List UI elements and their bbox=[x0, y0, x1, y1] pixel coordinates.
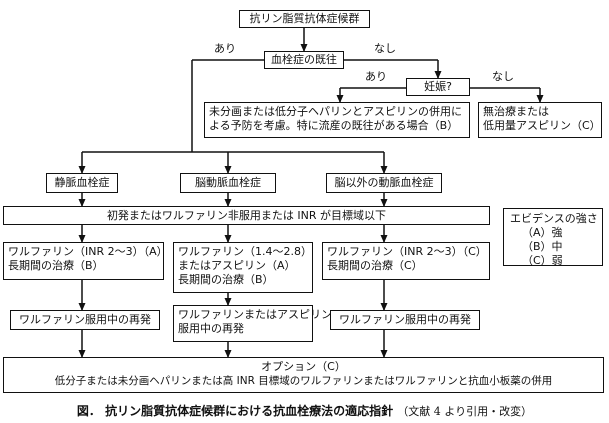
figure-caption-title: 図． 抗リン脂質抗体症候群における抗血栓療法の適応指針 bbox=[76, 404, 394, 418]
thrombosis-history-node: 血栓症の既往 bbox=[264, 51, 344, 69]
figure-caption-note: （文献 4 より引用・改変） bbox=[397, 405, 533, 418]
warfarin-venous-line: ワルファリン（INR 2～3）（A） bbox=[8, 245, 168, 258]
branch-label-no: なし bbox=[374, 42, 396, 55]
no-treatment-line: 無治療または bbox=[483, 105, 549, 118]
branch-label-yes: あり bbox=[214, 42, 236, 55]
venous-thrombosis-node: 静脈血栓症 bbox=[46, 173, 118, 193]
recurrence-arterial-label: ワルファリン服用中の再発 bbox=[339, 313, 471, 326]
evidence-level-b: （B）中 bbox=[522, 240, 563, 253]
warfarin-cerebral-line: またはアスピリン（A） bbox=[178, 259, 296, 272]
root-node-label: 抗リン脂質抗体症候群 bbox=[249, 12, 360, 25]
recurrence-cerebral-line: 服用中の再発 bbox=[178, 322, 244, 335]
evidence-level-a: （A）強 bbox=[522, 226, 563, 239]
recurrence-cerebral-line: ワルファリンまたはアスピリン bbox=[178, 308, 332, 321]
pregnancy-label: 妊娠? bbox=[424, 80, 452, 93]
warfarin-cerebral-line: 長期間の治療（B） bbox=[178, 273, 274, 286]
arterial-thrombosis-label: 脳以外の動脈血栓症 bbox=[334, 176, 434, 189]
cerebral-thrombosis-label: 脳動脈血栓症 bbox=[195, 176, 261, 189]
prevention-node: 未分画または低分子ヘパリンとアスピリンの併用に よる予防を考慮。特に流産の既往が… bbox=[204, 102, 470, 138]
pregnancy-node: 妊娠? bbox=[406, 78, 470, 96]
recurrence-arterial-node: ワルファリン服用中の再発 bbox=[330, 310, 480, 330]
first-onset-node: 初発またはワルファリン非服用または INR が目標域以下 bbox=[3, 206, 490, 225]
thrombosis-history-label: 血栓症の既往 bbox=[271, 53, 337, 66]
recurrence-cerebral-node: ワルファリンまたはアスピリン 服用中の再発 bbox=[173, 305, 332, 342]
warfarin-arterial-line: 長期間の治療（C） bbox=[327, 259, 423, 272]
arterial-thrombosis-node: 脳以外の動脈血栓症 bbox=[326, 173, 442, 193]
warfarin-cerebral-line: ワルファリン（1.4～2.8） bbox=[178, 245, 312, 258]
warfarin-venous-node: ワルファリン（INR 2～3）（A） 長期間の治療（B） bbox=[3, 242, 168, 280]
warfarin-arterial-line: ワルファリン（INR 2～3）（C） bbox=[327, 245, 487, 258]
evidence-level-c: （C）弱 bbox=[522, 254, 563, 267]
venous-thrombosis-label: 静脈血栓症 bbox=[54, 176, 110, 189]
branch-label-yes: あり bbox=[365, 70, 387, 83]
first-onset-label: 初発またはワルファリン非服用または INR が目標域以下 bbox=[106, 208, 387, 222]
cerebral-thrombosis-node: 脳動脈血栓症 bbox=[180, 173, 276, 193]
warfarin-venous-line: 長期間の治療（B） bbox=[8, 259, 104, 272]
figure-caption: 図． 抗リン脂質抗体症候群における抗血栓療法の適応指針 （文献 4 より引用・改… bbox=[0, 402, 609, 419]
prevention-line: よる予防を考慮。特に流産の既往がある場合（B） bbox=[209, 119, 459, 132]
warfarin-arterial-node: ワルファリン（INR 2～3）（C） 長期間の治療（C） bbox=[322, 242, 490, 280]
recurrence-venous-label: ワルファリン服用中の再発 bbox=[19, 313, 151, 326]
no-treatment-node: 無治療または 低用量アスピリン（C） bbox=[478, 102, 602, 138]
prevention-line: 未分画または低分子ヘパリンとアスピリンの併用に bbox=[209, 105, 462, 118]
recurrence-venous-node: ワルファリン服用中の再発 bbox=[10, 310, 160, 330]
option-title: オプション（C） bbox=[261, 360, 346, 373]
option-node: オプション（C） 低分子または未分画ヘパリンまたは高 INR 目標域のワルファリ… bbox=[3, 357, 604, 393]
option-detail: 低分子または未分画ヘパリンまたは高 INR 目標域のワルファリンまたはワルファリ… bbox=[54, 375, 553, 387]
no-treatment-line: 低用量アスピリン（C） bbox=[483, 119, 601, 132]
evidence-legend-title: エビデンスの強さ bbox=[510, 212, 598, 225]
branch-label-no: なし bbox=[492, 70, 514, 83]
root-node: 抗リン脂質抗体症候群 bbox=[239, 10, 370, 28]
evidence-legend: エビデンスの強さ （A）強 （B）中 （C）弱 bbox=[503, 208, 603, 267]
warfarin-cerebral-node: ワルファリン（1.4～2.8） またはアスピリン（A） 長期間の治療（B） bbox=[173, 242, 313, 293]
